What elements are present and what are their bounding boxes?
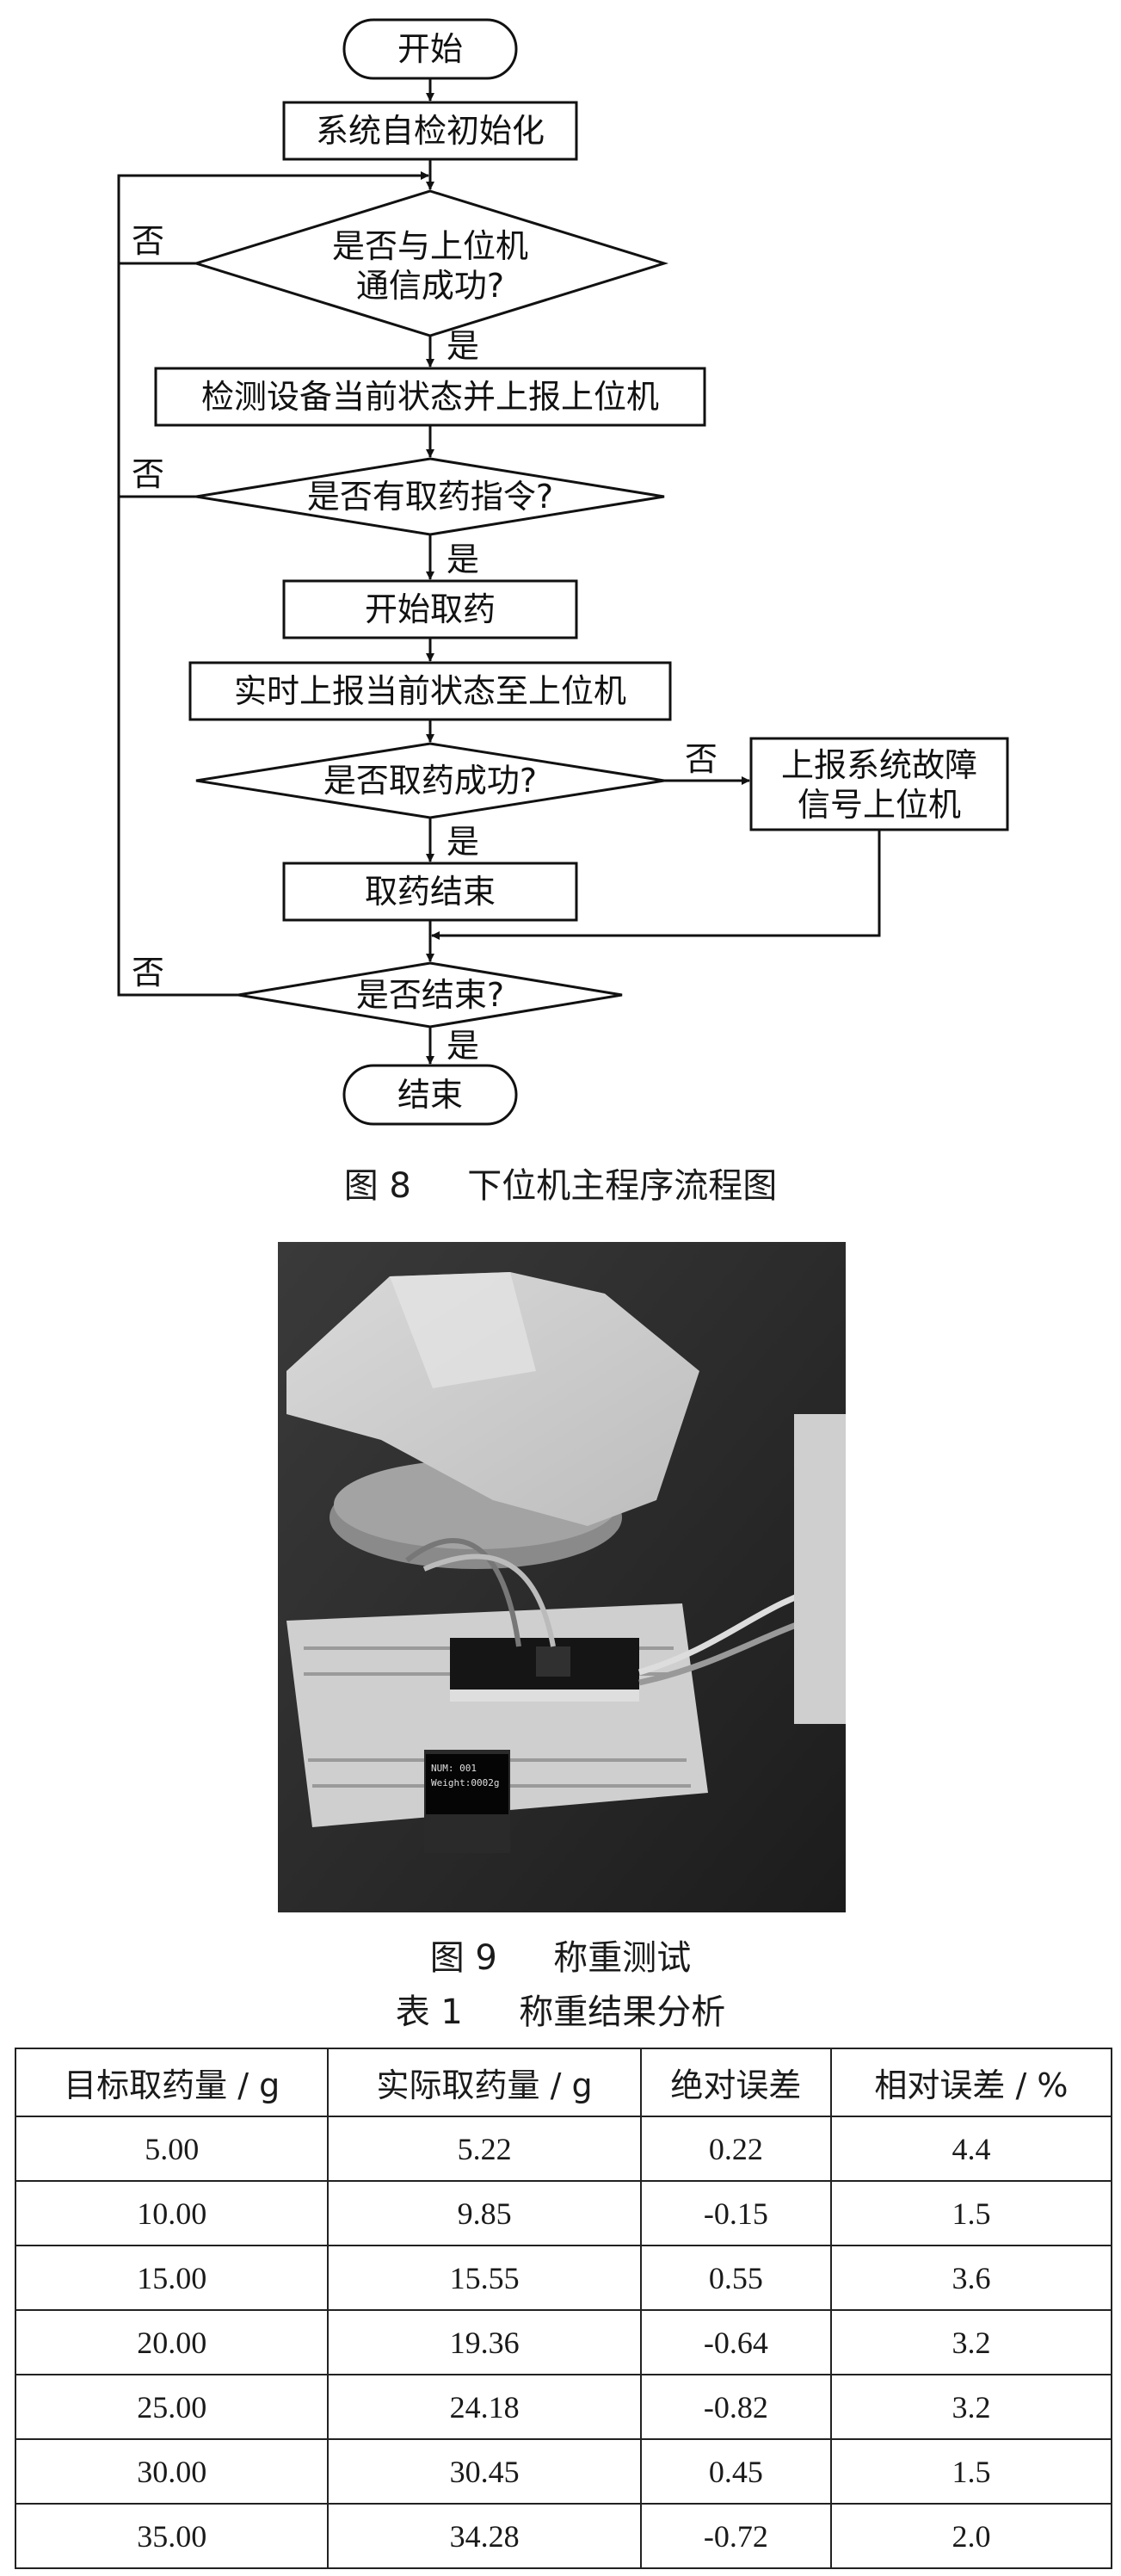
figure-9-title: 称重测试 [553,1938,692,1978]
table-row: 5.00 5.22 0.22 4.4 [14,2116,1113,2182]
yes-label-2: 是 [447,541,479,578]
figure-9-number: 图 9 [429,1938,497,1978]
header-abs-error: 绝对误差 [639,2048,832,2117]
flowchart: 开始 系统自检初始化 是否与上位机 通信成功? 检测设备当前状态并上报上位机 是… [117,18,1009,1126]
decision-command-label: 是否有取药指令? [307,478,553,516]
cell: 2.0 [829,2503,1113,2569]
table-row: 25.00 24.18 -0.82 3.2 [14,2374,1113,2440]
cell: 0.22 [639,2116,832,2182]
figure-8-number: 图 8 [343,1166,411,1206]
fault-box [749,737,1009,831]
no-label-4: 否 [685,740,718,778]
begin-take-box [282,579,578,639]
cell: 30.00 [14,2438,330,2505]
fault-line1: 上报系统故障 [781,746,977,784]
begin-take-label: 开始取药 [365,590,496,628]
start-label: 开始 [397,30,463,68]
no-label-2: 否 [132,455,164,493]
figure-8-caption: 图 8 下位机主程序流程图 [0,1158,1121,1208]
cell: 5.22 [327,2116,642,2182]
cell: -0.15 [639,2180,832,2246]
table-1-number: 表 1 [395,1992,463,2032]
cell: 3.2 [829,2374,1113,2440]
yes-label-1: 是 [447,327,479,365]
cell: -0.64 [639,2309,832,2375]
cell: 1.5 [829,2180,1113,2246]
take-end-box [282,862,578,922]
cell: 15.00 [14,2245,330,2311]
cell: 0.45 [639,2438,832,2505]
fault-line2: 信号上位机 [798,786,961,824]
cell: 3.6 [829,2245,1113,2311]
cell: 15.55 [327,2245,642,2311]
end-terminal [342,1064,518,1126]
figure-9-caption: 图 9 称重测试 [0,1930,1121,1980]
cell: 1.5 [829,2438,1113,2505]
cell: 35.00 [14,2503,330,2569]
table-row: 20.00 19.36 -0.64 3.2 [14,2309,1113,2375]
cell: -0.72 [639,2503,832,2569]
init-label: 系统自检初始化 [316,112,545,150]
detect-box [154,367,706,427]
no-label-3: 否 [132,954,164,991]
cell: -0.82 [639,2374,832,2440]
take-end-label: 取药结束 [365,873,496,911]
cell: 10.00 [14,2180,330,2246]
cell: 9.85 [327,2180,642,2246]
end-label: 结束 [397,1076,463,1114]
cell: 5.00 [14,2116,330,2182]
cell: 30.45 [327,2438,642,2505]
cell: 19.36 [327,2309,642,2375]
cell: 0.55 [639,2245,832,2311]
detect-label: 检测设备当前状态并上报上位机 [201,378,659,416]
realtime-box [188,661,672,721]
header-rel-error: 相对误差 / % [829,2048,1113,2117]
figure-8-title: 下位机主程序流程图 [467,1166,778,1206]
oled-line-1: NUM: 001 [431,1763,477,1774]
decision-comm-line1: 是否与上位机 [332,227,528,265]
yes-label-4: 是 [447,1027,479,1065]
no-label-1: 否 [132,222,164,260]
table-header-row: 目标取药量 / g 实际取药量 / g 绝对误差 相对误差 / % [14,2048,1113,2117]
table-1-title: 称重结果分析 [519,1992,726,2032]
cell: 24.18 [327,2374,642,2440]
decision-end-label: 是否结束? [356,976,504,1014]
realtime-label: 实时上报当前状态至上位机 [234,672,626,710]
cell: 34.28 [327,2503,642,2569]
decision-comm-line2: 通信成功? [356,267,504,305]
table-row: 35.00 34.28 -0.72 2.0 [14,2503,1113,2569]
cell: 3.2 [829,2309,1113,2375]
table-row: 15.00 15.55 0.55 3.6 [14,2245,1113,2311]
init-box [282,101,578,161]
cell: 20.00 [14,2309,330,2375]
weighing-results-table: 目标取药量 / g 实际取药量 / g 绝对误差 相对误差 / % 5.00 5… [14,2048,1113,2569]
oled-line-2: Weight:0002g [431,1777,499,1788]
table-row: 30.00 30.45 0.45 1.5 [14,2438,1113,2505]
yes-label-3: 是 [447,823,479,861]
table-1-caption: 表 1 称重结果分析 [0,1984,1121,2034]
cell: 25.00 [14,2374,330,2440]
header-target: 目标取药量 / g [14,2048,330,2117]
weighing-test-photo: NUM: 001 Weight:0002g [278,1242,846,1912]
decision-success-label: 是否取药成功? [323,762,537,800]
cell: 4.4 [829,2116,1113,2182]
header-actual: 实际取药量 / g [327,2048,642,2117]
table-row: 10.00 9.85 -0.15 1.5 [14,2180,1113,2246]
